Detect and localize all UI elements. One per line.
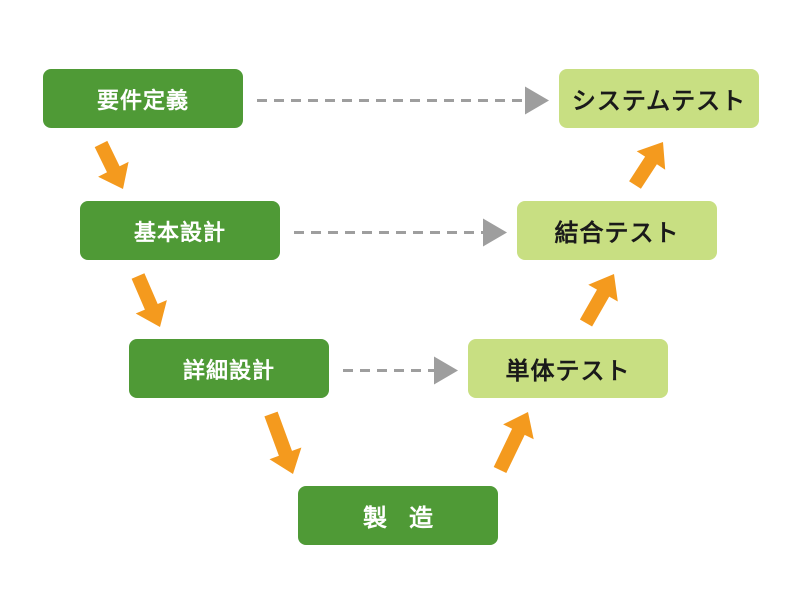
flow-arrow-detailed-design-to-manufacturing: [264, 411, 302, 474]
step-manufacturing: 製造: [298, 486, 498, 545]
flow-arrow-manufacturing-to-unit-test: [493, 412, 534, 473]
flow-arrow-basic-design-to-detailed-design: [131, 273, 167, 327]
dashed-link-arrowhead-basic-design: [483, 218, 507, 247]
flow-arrow-integration-test-to-system-test: [629, 142, 666, 189]
dashed-link-arrowhead-detailed-design: [434, 356, 458, 385]
step-detailed-design: 詳細設計: [129, 339, 329, 398]
step-system-test: システムテスト: [559, 69, 759, 128]
flow-arrow-requirements-to-basic-design: [94, 140, 129, 189]
step-unit-test: 単体テスト: [468, 339, 668, 398]
dashed-link-arrowhead-requirements: [525, 86, 549, 115]
step-basic-design: 基本設計: [80, 201, 280, 260]
step-requirements: 要件定義: [43, 69, 243, 128]
flow-arrow-unit-test-to-integration-test: [579, 274, 618, 327]
step-integration-test: 結合テスト: [517, 201, 717, 260]
